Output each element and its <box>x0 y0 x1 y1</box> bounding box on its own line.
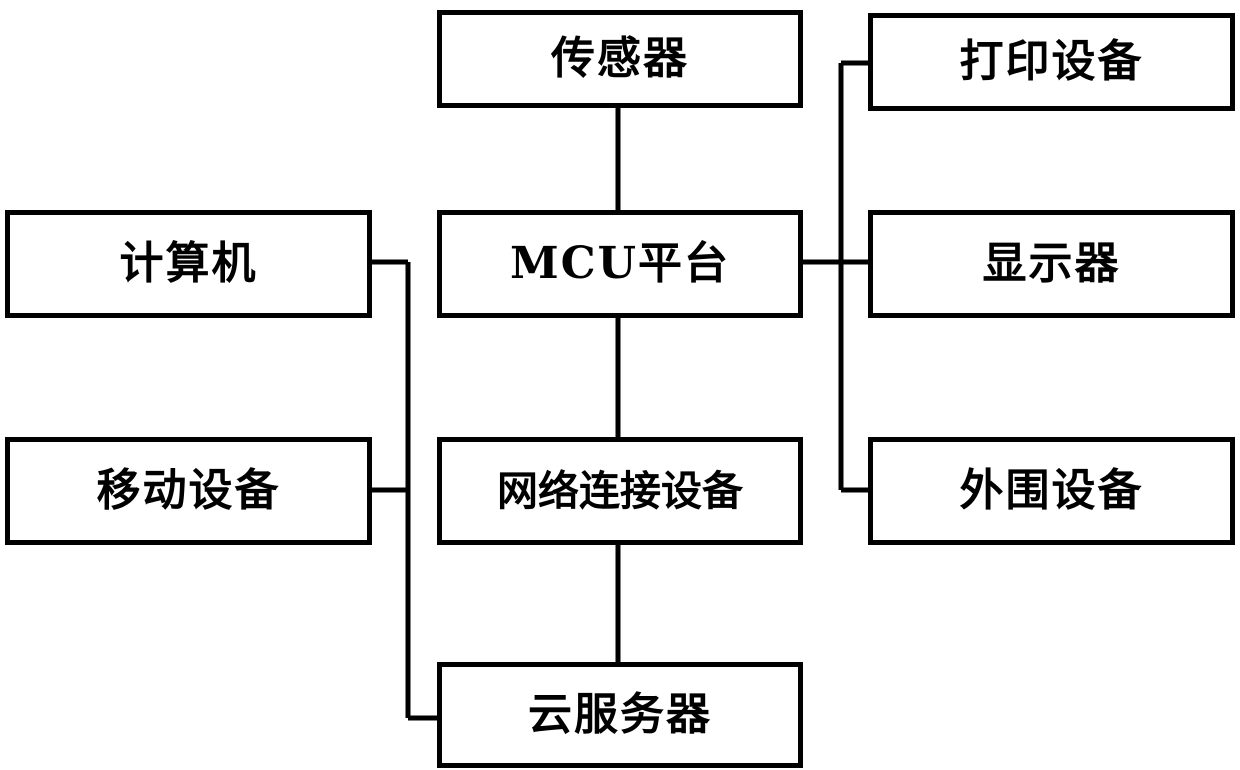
node-cloud-server[interactable]: 云服务器 <box>437 662 803 768</box>
node-sensor-label: 传感器 <box>551 33 689 84</box>
node-display[interactable]: 显示器 <box>868 210 1235 318</box>
node-printer-label: 打印设备 <box>959 36 1144 87</box>
node-display-label: 显示器 <box>982 238 1121 289</box>
node-computer-label: 计算机 <box>119 238 258 289</box>
node-network-device[interactable]: 网络连接设备 <box>437 437 803 545</box>
node-mcu-platform-label: MCU平台 <box>509 238 731 289</box>
node-cloud-server-label: 云服务器 <box>528 689 712 740</box>
node-peripheral-device-label: 外围设备 <box>959 465 1144 516</box>
node-computer[interactable]: 计算机 <box>5 210 372 318</box>
node-peripheral-device[interactable]: 外围设备 <box>868 437 1235 545</box>
node-mcu-platform[interactable]: MCU平台 <box>437 210 803 318</box>
node-network-device-label: 网络连接设备 <box>497 466 743 515</box>
node-sensor[interactable]: 传感器 <box>437 10 803 108</box>
node-mobile-device-label: 移动设备 <box>96 465 281 516</box>
node-mobile-device[interactable]: 移动设备 <box>5 437 372 545</box>
node-printer[interactable]: 打印设备 <box>868 13 1235 111</box>
